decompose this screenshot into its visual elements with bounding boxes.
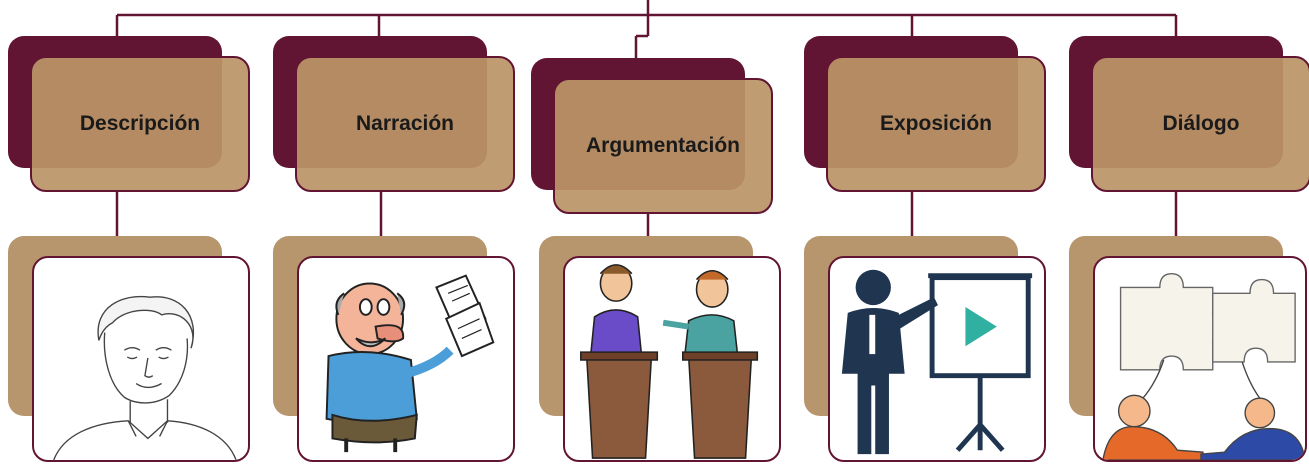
puzzle-handshake-icon	[1102, 273, 1305, 460]
image-card-descripcion	[32, 256, 250, 462]
label-box-dialogo: Diálogo	[1091, 56, 1309, 192]
image-card-narracion	[297, 256, 515, 462]
image-card-exposicion	[828, 256, 1046, 462]
label-box-narracion: Narración	[295, 56, 515, 192]
column-dialogo: Diálogo	[1069, 0, 1309, 467]
label-box-descripcion: Descripción	[30, 56, 250, 192]
presenter-screen-icon	[841, 269, 1033, 455]
image-card-argumentacion	[563, 256, 781, 462]
label-box-exposicion: Exposición	[826, 56, 1046, 192]
debate-podiums-icon	[580, 264, 759, 459]
column-argumentacion: Argumentación	[531, 0, 781, 467]
label-narracion: Narración	[355, 112, 455, 135]
label-exposicion: Exposición	[879, 112, 993, 135]
label-argumentacion: Argumentación	[585, 134, 740, 157]
label-box-argumentacion: Argumentación	[553, 78, 773, 214]
image-card-dialogo	[1093, 256, 1307, 462]
column-narracion: Narración	[273, 0, 523, 467]
label-descripcion: Descripción	[79, 112, 201, 135]
portrait-sketch-icon	[53, 295, 237, 460]
column-exposicion: Exposición	[804, 0, 1054, 467]
label-dialogo: Diálogo	[1162, 112, 1240, 135]
column-descripcion: Descripción	[8, 0, 258, 467]
storyteller-reading-icon	[325, 274, 495, 453]
